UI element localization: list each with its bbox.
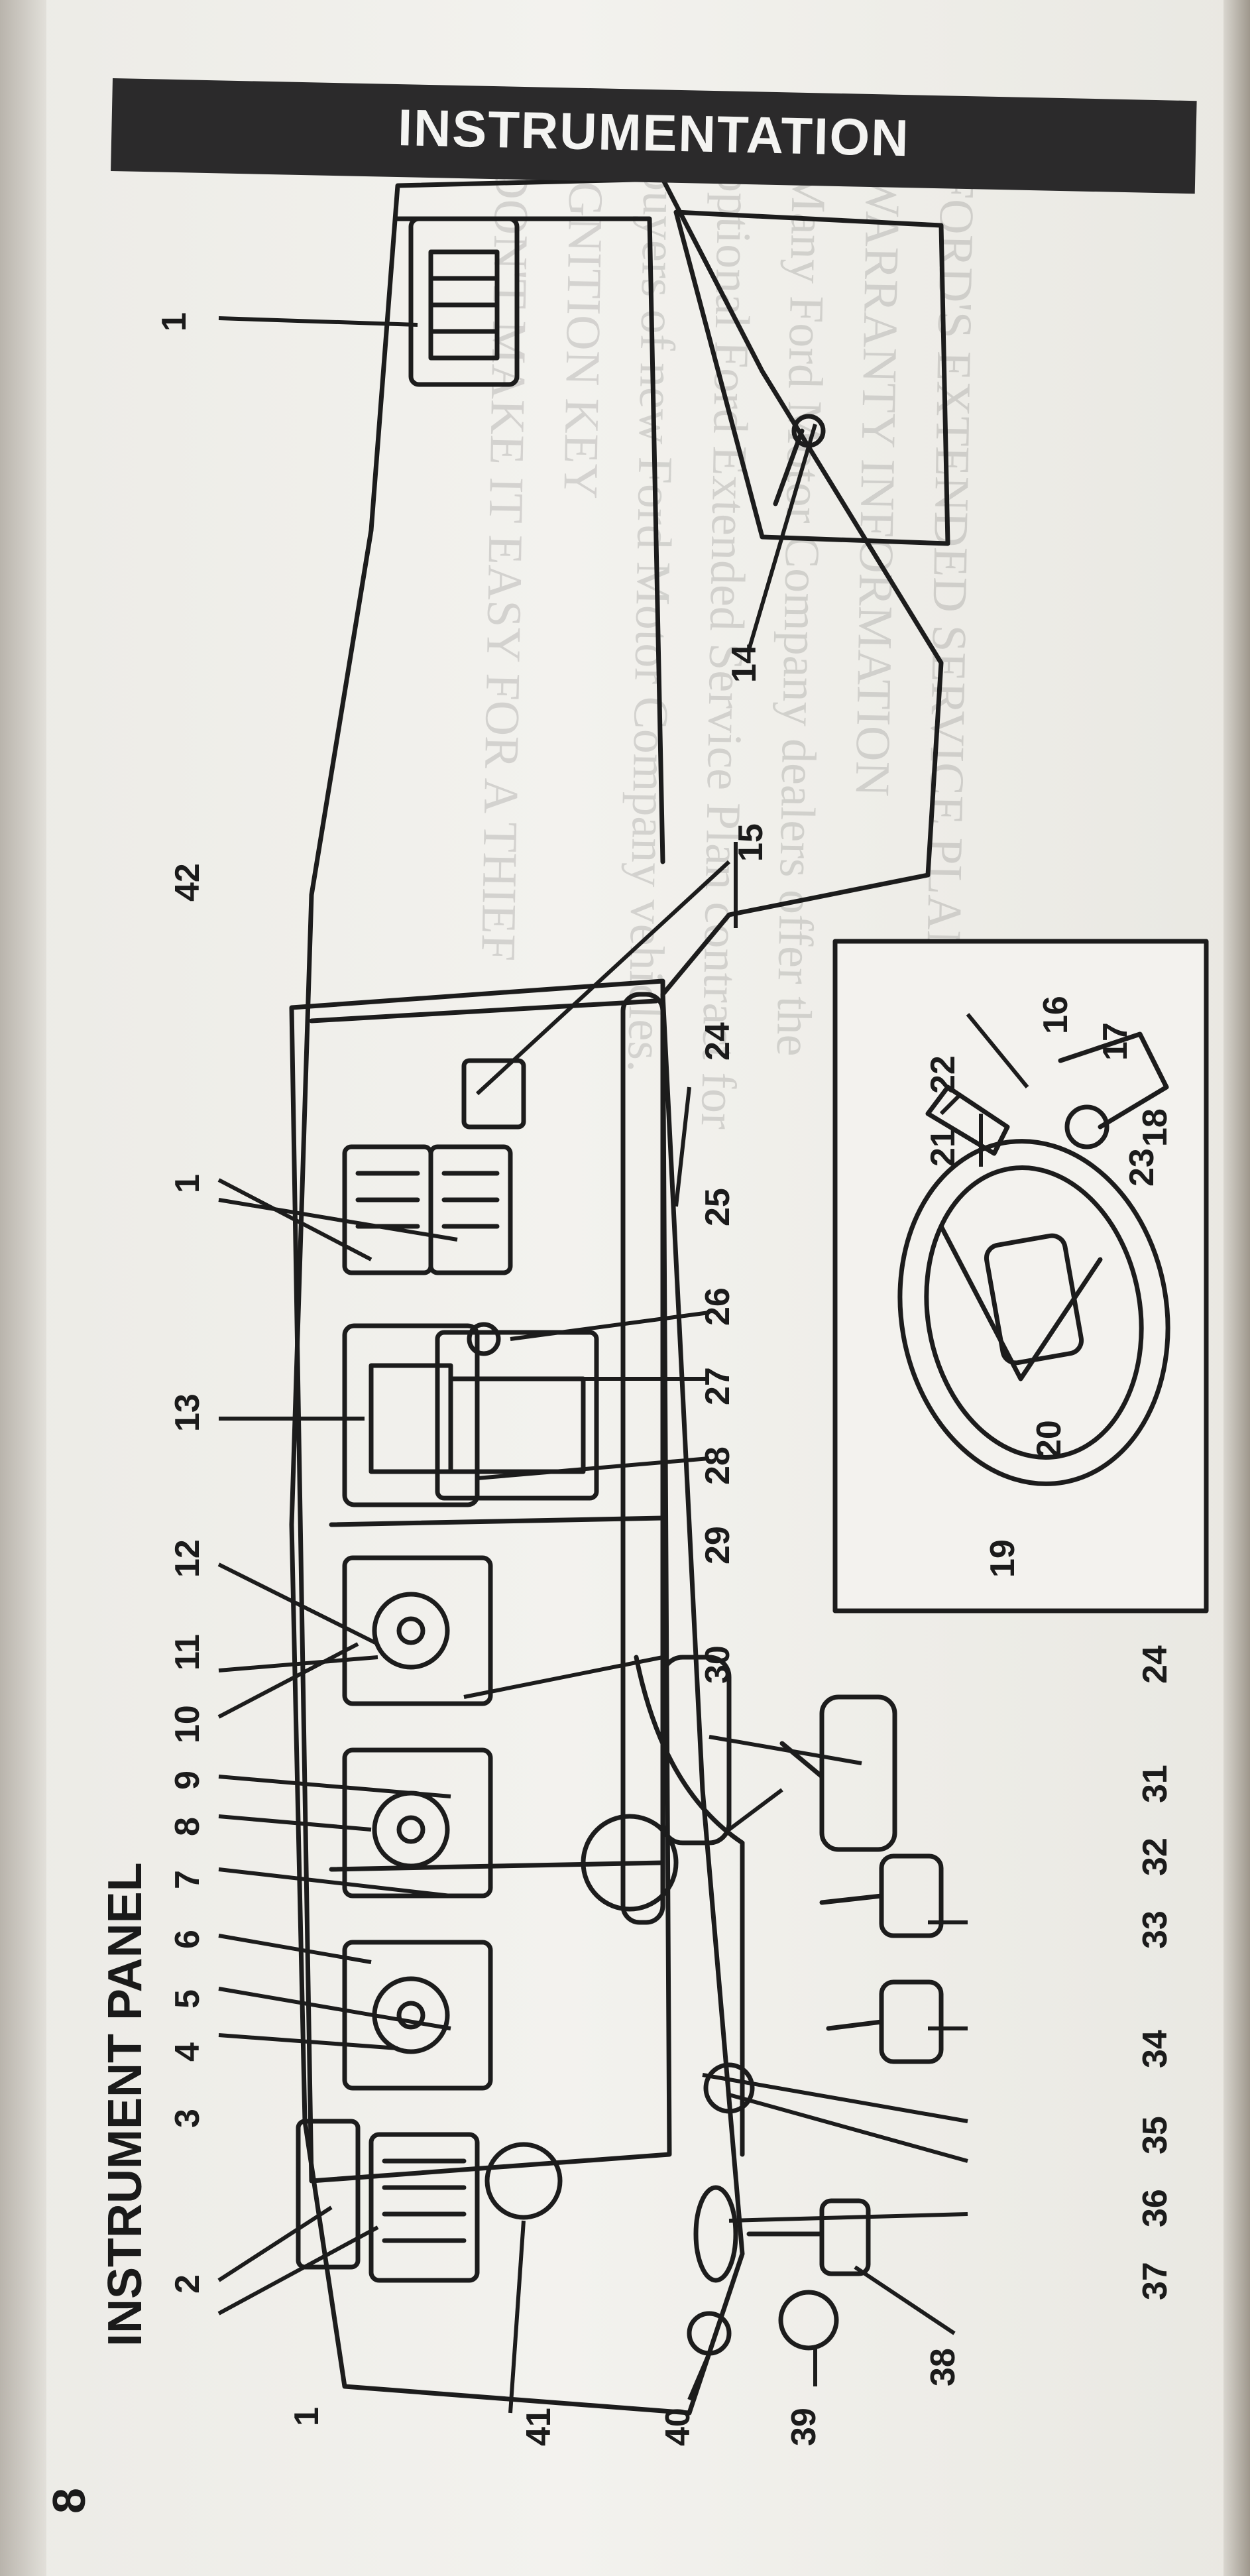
callout-13: 13 [168,1393,207,1432]
callout-16: 16 [1037,996,1075,1034]
callout-34: 34 [1136,2030,1174,2068]
callout-23: 23 [1123,1148,1161,1187]
callout-36: 36 [1136,2189,1174,2227]
callout-39: 39 [785,2408,823,2446]
callout-7: 7 [168,1870,207,1889]
callout-10: 10 [168,1705,207,1743]
callout-15: 15 [732,823,770,862]
callout-22: 22 [924,1055,962,1094]
callout-24-top: 24 [699,1022,737,1061]
callout-1-mid: 1 [168,1174,207,1193]
callout-8: 8 [168,1817,207,1836]
callout-12: 12 [168,1539,207,1578]
callout-3: 3 [168,2109,207,2128]
callout-1-top: 1 [155,312,194,331]
callout-9: 9 [168,1771,207,1790]
callout-5: 5 [168,1989,207,2009]
callout-1-bottom: 1 [288,2407,326,2426]
callout-6: 6 [168,1930,207,1949]
callout-30: 30 [699,1645,737,1684]
figure-title: INSTRUMENT PANEL [99,1862,152,2347]
callout-38: 38 [924,2348,962,2386]
callout-33: 33 [1136,1910,1174,1949]
callout-41: 41 [520,2408,558,2446]
callout-21: 21 [924,1128,962,1167]
page-gutter-shadow [0,0,46,2576]
callout-28: 28 [699,1446,737,1485]
callout-37: 37 [1136,2262,1174,2300]
callout-27: 27 [699,1367,737,1405]
callout-11: 11 [168,1634,207,1670]
callout-17: 17 [1096,1022,1135,1061]
callout-32: 32 [1136,1838,1174,1876]
callout-2: 2 [168,2274,207,2294]
page-edge-shadow [1223,0,1250,2576]
section-title: INSTRUMENTATION [397,98,911,168]
callout-31: 31 [1136,1765,1174,1803]
callout-25: 25 [699,1188,737,1226]
callout-42: 42 [168,863,207,902]
callout-26: 26 [699,1287,737,1326]
callout-29: 29 [699,1526,737,1564]
callout-40: 40 [659,2408,697,2446]
callout-20: 20 [1030,1420,1068,1458]
callout-24-bottom: 24 [1136,1645,1174,1684]
callout-18: 18 [1136,1108,1174,1147]
callout-4: 4 [168,2042,207,2062]
callout-19: 19 [984,1539,1022,1578]
callout-35: 35 [1136,2116,1174,2154]
callout-14: 14 [725,644,764,683]
page-number: 8 [43,2488,95,2514]
